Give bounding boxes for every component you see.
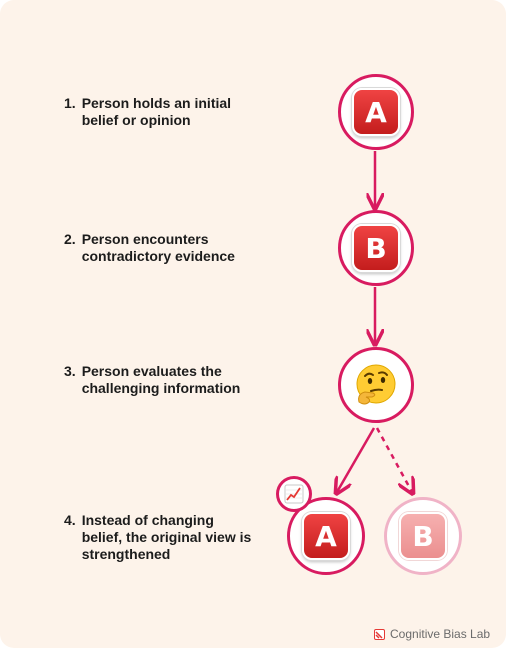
step-2-number: 2.: [64, 231, 76, 247]
strengthened-badge: [276, 476, 312, 512]
step-3: 3. Person evaluates the challenging info…: [64, 363, 284, 397]
letter-b-tile-faded: B: [399, 512, 447, 560]
thinking-face-icon: [356, 364, 396, 405]
node-strengthened-belief: A: [287, 497, 365, 575]
node-evaluation: [338, 347, 414, 423]
step-1-number: 1.: [64, 95, 76, 111]
arrow-3-to-result-a: [337, 427, 376, 492]
node-contradictory-evidence: B: [338, 210, 414, 286]
footer-branding: Cognitive Bias Lab: [374, 627, 490, 641]
letter-b-tile: B: [352, 224, 400, 272]
logo-icon: [374, 628, 385, 640]
step-4-number: 4.: [64, 512, 76, 528]
letter-a-tile: A: [352, 88, 400, 136]
step-1: 1. Person holds an initial belief or opi…: [64, 95, 284, 129]
node-rejected-evidence: B: [384, 497, 462, 575]
step-2: 2. Person encounters contradictory evide…: [64, 231, 284, 265]
step-2-text: Person encounters contradictory evidence: [81, 231, 235, 264]
node-initial-belief: A: [338, 74, 414, 150]
step-3-text: Person evaluates the challenging informa…: [81, 363, 241, 396]
chart-increasing-icon: [284, 484, 304, 504]
step-1-text: Person holds an initial belief or opinio…: [81, 95, 232, 128]
step-3-number: 3.: [64, 363, 76, 379]
dashed-arrow-3-to-result-b: [375, 427, 412, 492]
letter-a-tile-result: A: [302, 512, 350, 560]
footer-label: Cognitive Bias Lab: [390, 627, 491, 641]
step-4-text: Instead of changing belief, the original…: [81, 512, 252, 562]
step-4: 4. Instead of changing belief, the origi…: [64, 512, 284, 563]
